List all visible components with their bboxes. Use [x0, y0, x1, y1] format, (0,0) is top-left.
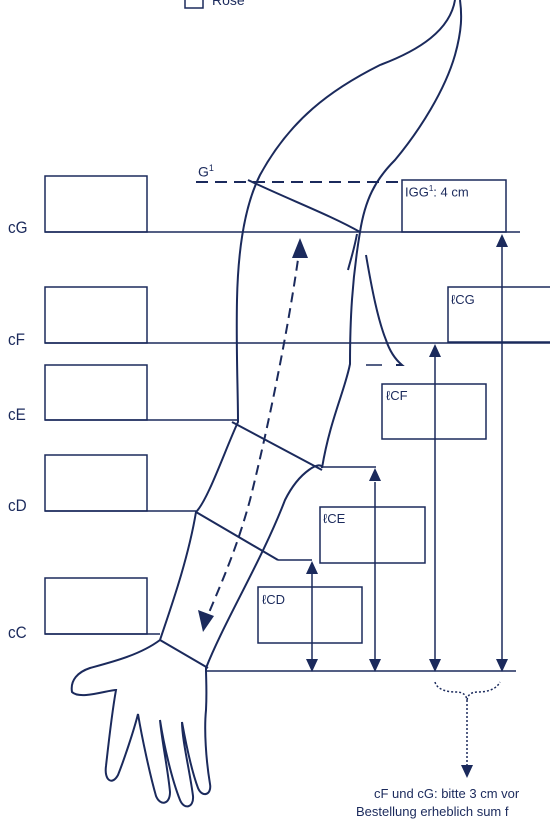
cC-input-box: [44, 577, 148, 635]
cD-input-box: [44, 454, 148, 512]
cC-label: cC: [8, 623, 27, 642]
cE-input-box: [44, 364, 148, 421]
lCG-label: ℓCG: [451, 292, 475, 307]
brace: [434, 681, 501, 701]
cD-label: cD: [8, 496, 27, 515]
rose-checkbox: [184, 0, 204, 9]
lCF-label: ℓCF: [386, 388, 408, 403]
footer-note-line2: Bestellung erheblich sum f: [356, 804, 509, 819]
lCF-input-box: [381, 383, 487, 440]
cF-label: cF: [8, 330, 26, 349]
igg-note: IGG1: 4 cm: [405, 184, 469, 200]
lCD-label: ℓCD: [262, 592, 285, 607]
lCE-label: ℓCE: [323, 511, 346, 526]
cF-input-box: [44, 286, 148, 344]
g1-label: G1: [198, 163, 214, 180]
cE-label: cE: [8, 405, 26, 424]
arm-outline: [70, 0, 463, 808]
cG-label: cG: [8, 218, 28, 237]
footer-arrow-head: [461, 765, 473, 778]
footer-note-line1: cF und cG: bitte 3 cm vor: [374, 786, 520, 801]
rose-label: Rose: [212, 0, 245, 8]
cG-input-box: [44, 175, 148, 233]
arm-length-dashed-arrow: [205, 244, 301, 621]
lCD-input-box: [257, 586, 363, 644]
lCG-input-box: [447, 286, 550, 343]
lCE-input-box: [319, 506, 426, 564]
